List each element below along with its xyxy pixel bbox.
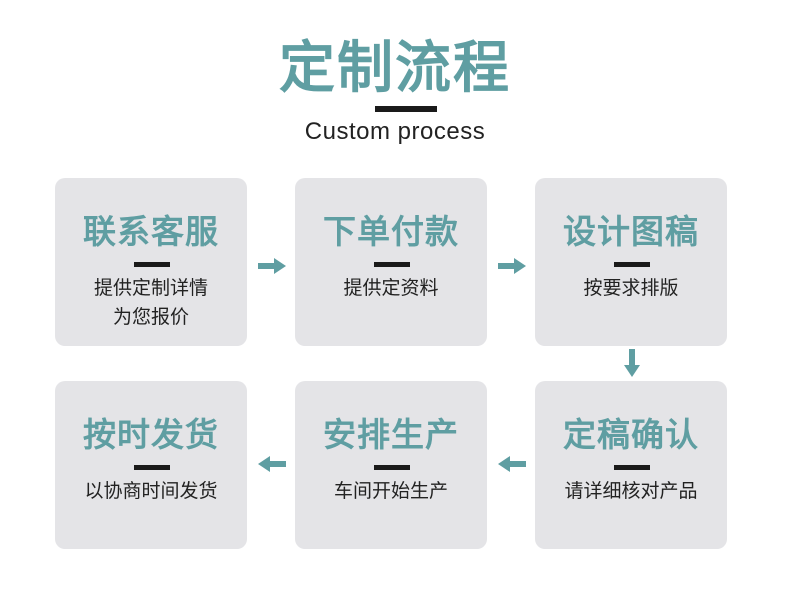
- step-title: 定稿确认: [563, 415, 699, 454]
- step-card-shipping: 按时发货 以协商时间发货: [55, 381, 247, 549]
- step-card-design-draft: 设计图稿 按要求排版: [535, 178, 727, 346]
- step-divider: [614, 465, 650, 470]
- step-description: 提供定资料: [305, 274, 477, 303]
- step-title: 按时发货: [83, 415, 219, 454]
- step-description-line: 提供定制详情: [93, 277, 208, 299]
- step-divider: [374, 262, 410, 267]
- arrow-down-icon: [624, 349, 640, 377]
- step-description-line: 请详细核对产品: [564, 480, 698, 502]
- page-title: 定制流程: [279, 36, 511, 101]
- step-title: 联系客服: [83, 212, 219, 251]
- step-description: 提供定制详情 为您报价: [65, 274, 237, 332]
- title-divider: [375, 106, 437, 112]
- step-divider: [374, 465, 410, 470]
- step-description-line: 按要求排版: [583, 277, 679, 299]
- page-subtitle: Custom process: [304, 118, 486, 145]
- step-description: 按要求排版: [545, 274, 717, 303]
- step-description-line: 提供定资料: [343, 277, 439, 299]
- step-divider: [134, 465, 170, 470]
- step-divider: [614, 262, 650, 267]
- arrow-left-icon: [498, 456, 526, 472]
- step-description: 以协商时间发货: [65, 477, 237, 506]
- step-title: 设计图稿: [563, 212, 699, 251]
- step-card-order-payment: 下单付款 提供定资料: [295, 178, 487, 346]
- arrow-right-icon: [258, 258, 286, 274]
- step-description-line: 车间开始生产: [333, 480, 448, 502]
- step-description: 车间开始生产: [305, 477, 477, 506]
- step-title: 安排生产: [323, 415, 459, 454]
- step-divider: [134, 262, 170, 267]
- step-description-line: 以协商时间发货: [84, 480, 218, 502]
- step-description-line: 为您报价: [112, 306, 189, 328]
- step-card-confirm-draft: 定稿确认 请详细核对产品: [535, 381, 727, 549]
- step-card-production: 安排生产 车间开始生产: [295, 381, 487, 549]
- step-title: 下单付款: [323, 212, 459, 251]
- arrow-left-icon: [258, 456, 286, 472]
- step-card-contact-service: 联系客服 提供定制详情 为您报价: [55, 178, 247, 346]
- step-description: 请详细核对产品: [545, 477, 717, 506]
- arrow-right-icon: [498, 258, 526, 274]
